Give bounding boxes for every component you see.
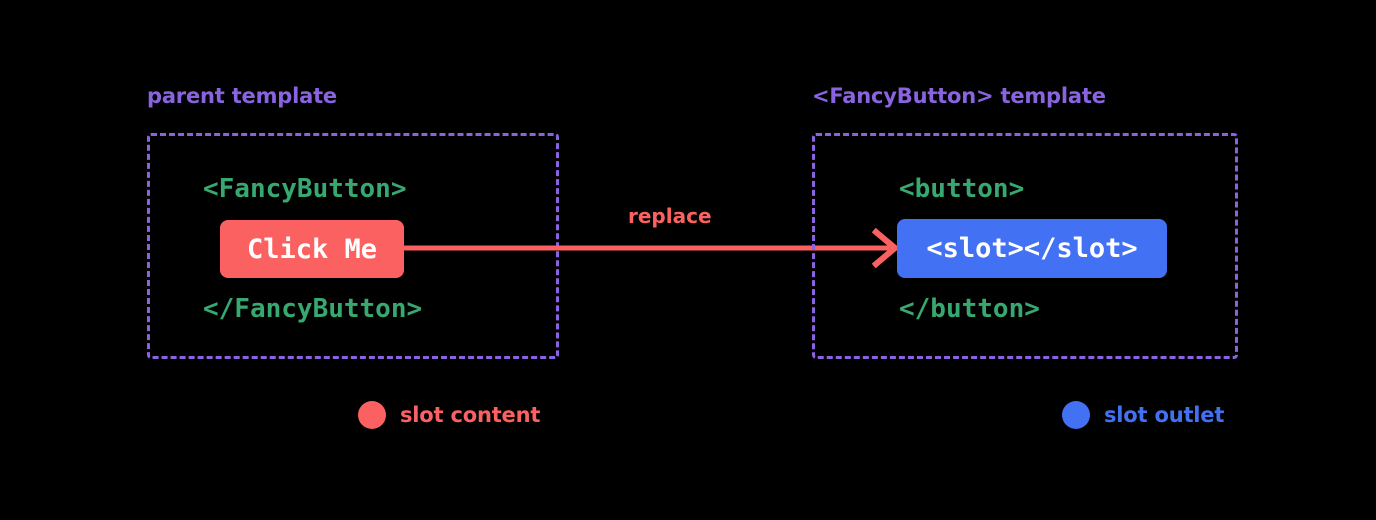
code-open-fancybutton: <FancyButton> [203,174,407,204]
code-close-fancybutton: </FancyButton> [203,294,423,324]
slot-content-chip: Click Me [220,220,404,278]
fancybutton-template-label: <FancyButton> template [812,84,1106,108]
code-open-button: <button> [899,174,1025,204]
legend-label: slot outlet [1104,403,1225,427]
legend-dot-icon [1062,401,1090,429]
legend-dot-icon [358,401,386,429]
fancybutton-template-box [812,133,1238,359]
legend-label: slot content [400,403,541,427]
replace-arrow-icon [404,227,900,269]
replace-arrow [404,224,904,272]
legend-item-slot-content: slot content [358,401,540,429]
code-close-button: </button> [899,294,1040,324]
legend-item-slot-outlet: slot outlet [1062,401,1224,429]
replace-arrow-label: replace [628,204,712,228]
slot-outlet-chip: <slot></slot> [897,219,1167,278]
parent-template-label: parent template [147,84,337,108]
